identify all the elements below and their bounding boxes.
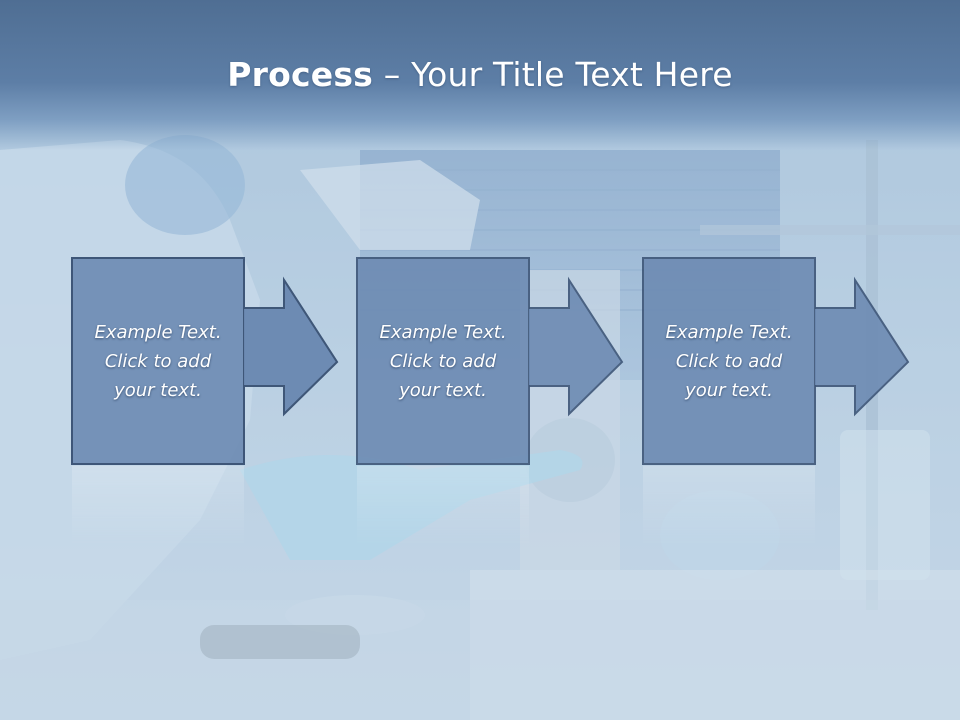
title-bold-word: Process: [227, 55, 374, 94]
title-band: [0, 0, 960, 150]
step-1-text[interactable]: Example Text. Click to add your text.: [94, 321, 222, 401]
title-rest: – Your Title Text Here: [373, 55, 733, 94]
step-3-text[interactable]: Example Text. Click to add your text.: [665, 321, 793, 401]
steps-reflection: [72, 466, 815, 546]
step-1-arrow-head: [244, 276, 339, 417]
step-2-text[interactable]: Example Text. Click to add your text.: [379, 321, 507, 401]
step-2-arrow-head: [529, 276, 624, 417]
step-2-box-shape: [356, 257, 530, 465]
slide-title[interactable]: Process – Your Title Text Here: [0, 55, 960, 95]
step-3-box-shape: [642, 257, 816, 465]
step-3-arrow-head: [815, 276, 910, 417]
